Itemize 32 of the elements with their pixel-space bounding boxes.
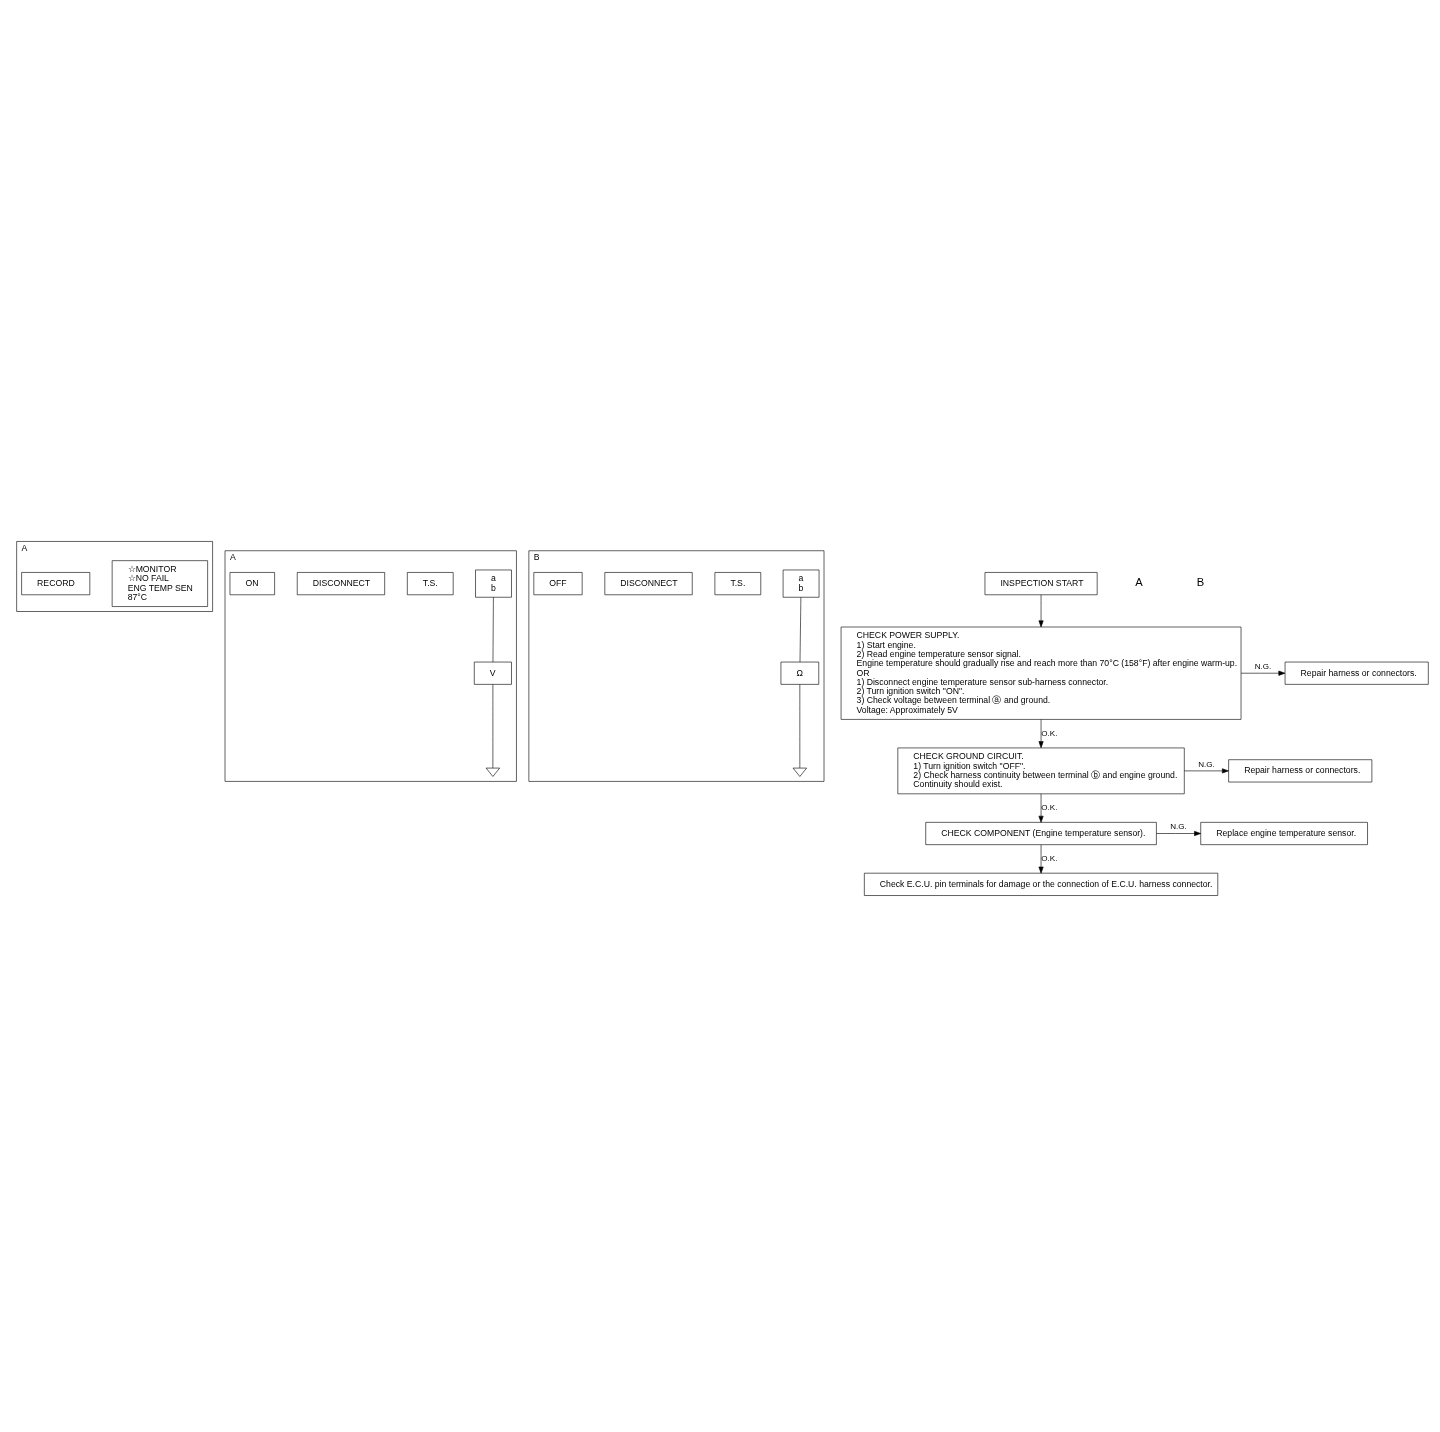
node-box: DISCONNECT — [296, 572, 385, 596]
node-box: a b — [475, 569, 512, 598]
node-box: INSPECTION START — [984, 572, 1098, 596]
node-box: ON — [229, 572, 275, 596]
node-box: V — [473, 661, 512, 685]
node-box: CHECK GROUND CIRCUIT. 1) Turn ignition switch "OFF". 2) Check harness continuity between terminal ⓑ and engine ground. Continuity should exist. — [897, 747, 1185, 795]
arrow — [1184, 768, 1229, 774]
arrow — [1038, 844, 1044, 874]
node-box: Repair harness or connectors. — [1228, 759, 1373, 783]
node-ground — [485, 767, 500, 777]
node-box: T.S. — [714, 572, 762, 596]
node-box: Ω — [780, 661, 820, 685]
node-box: Repair harness or connectors. — [1284, 661, 1429, 685]
node-box: Check E.C.U. pin terminals for damage or the connection of E.C.U. harness connector. — [864, 872, 1219, 896]
node-box: RECORD — [21, 572, 91, 596]
node-box: CHECK COMPONENT (Engine temperature sensor). — [925, 822, 1157, 845]
node-box: Replace engine temperature sensor. — [1200, 822, 1368, 845]
node-ground — [792, 767, 807, 777]
arrow — [1240, 670, 1286, 676]
label: A — [1135, 576, 1143, 589]
connector — [492, 596, 494, 663]
node-box: ☆MONITOR ☆NO FAIL ENG TEMP SEN 87°C — [111, 560, 208, 607]
arrow — [1038, 793, 1044, 823]
node-box: DISCONNECT — [604, 572, 693, 596]
node-box: T.S. — [407, 572, 454, 596]
node-box: a b — [782, 569, 820, 598]
arrow — [1156, 831, 1201, 836]
label: B — [1196, 576, 1205, 589]
arrow — [1038, 594, 1044, 628]
node-box: CHECK POWER SUPPLY. 1) Start engine. 2) Read engine temperature sensor signal. Engine temperature should gradually rise and reach more than 70°C (158°F) after engine warm-up. OR 1) Disconnect engine temperature sensor sub-harness connector. 2) Turn ignition switch "ON". 3) Check voltage between terminal ⓐ and ground. Voltage: Approximately 5V — [840, 626, 1242, 720]
arrow — [1038, 719, 1044, 749]
node-box: OFF — [533, 572, 583, 596]
